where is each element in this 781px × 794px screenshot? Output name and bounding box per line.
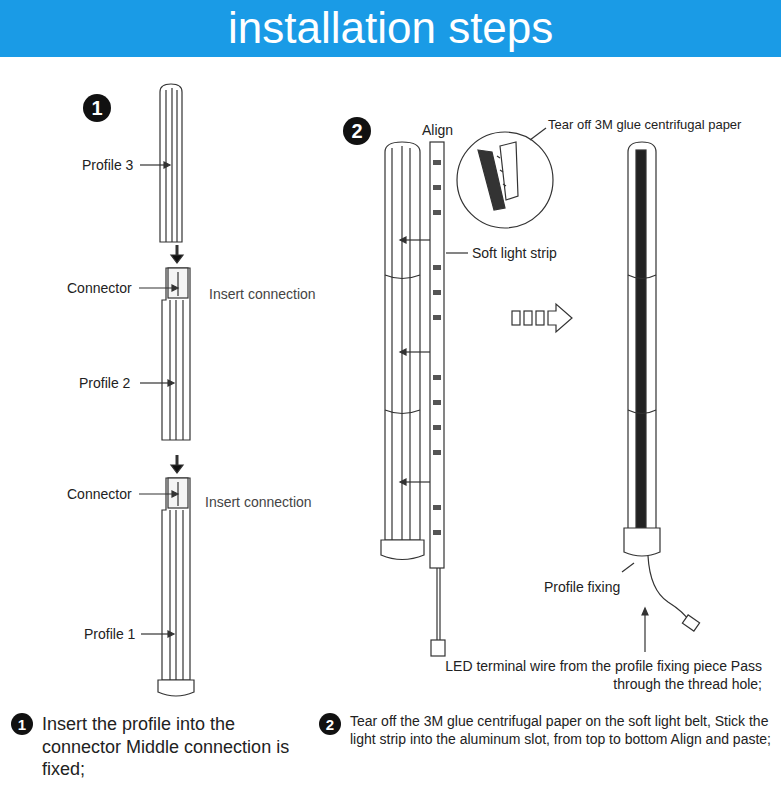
- label-text: Profile fixing: [544, 579, 620, 597]
- label-text: Insert the profile into the connector Mi…: [42, 713, 317, 781]
- label-text: Connector: [67, 486, 132, 504]
- title-text: installation steps: [228, 6, 553, 50]
- step-number: 2: [351, 121, 362, 141]
- step-number-circle: 2: [343, 117, 371, 145]
- label-text: Profile 3: [82, 157, 133, 175]
- step-number: 2: [326, 717, 334, 732]
- label-text: LED terminal wire from the profile fixin…: [432, 658, 762, 693]
- label-text: Soft light strip: [472, 245, 557, 263]
- step-number-circle: 1: [83, 94, 111, 122]
- step-number-circle: 2: [319, 713, 341, 735]
- label-text: Tear off the 3M glue centrifugal paper o…: [350, 713, 775, 748]
- label-text: Insert connection: [205, 494, 312, 512]
- label-text: Connector: [67, 280, 132, 298]
- label-text: Insert connection: [209, 286, 316, 304]
- step-number: 1: [18, 717, 26, 732]
- label-text: Tear off 3M glue centrifugal paper: [548, 117, 741, 133]
- step-number: 1: [91, 98, 102, 118]
- step-number-circle: 1: [11, 713, 33, 735]
- label-text: Align: [422, 122, 453, 140]
- label-text: Profile 2: [79, 375, 130, 393]
- label-text: Profile 1: [84, 626, 135, 644]
